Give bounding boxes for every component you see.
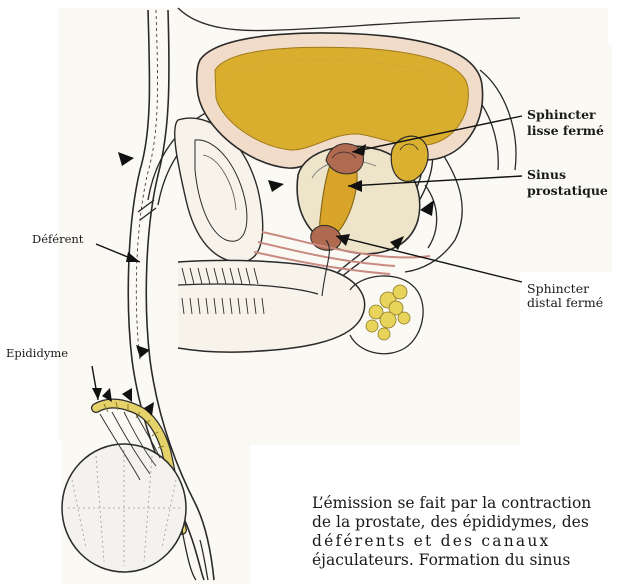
caption-line: déférents et des canaux: [312, 532, 612, 551]
label-sphincter-lisse-line2: lisse fermé: [527, 124, 604, 138]
label-sinus-line1: Sinus: [527, 168, 566, 182]
label-deferent: Déférent: [32, 233, 83, 246]
caption-line: de la prostate, des épididymes, des: [312, 513, 612, 532]
caption-text: L’émission se fait par la contraction de…: [312, 494, 612, 570]
label-sphincter-distal-line2: distal fermé: [527, 296, 603, 310]
label-epididyme: Epididyme: [6, 347, 68, 360]
label-sinus-line2: prostatique: [527, 184, 608, 198]
caption-line: L’émission se fait par la contraction: [312, 494, 612, 513]
label-sphincter-lisse-line1: Sphincter: [527, 108, 596, 122]
caption-line: éjaculateurs. Formation du sinus: [312, 551, 612, 570]
